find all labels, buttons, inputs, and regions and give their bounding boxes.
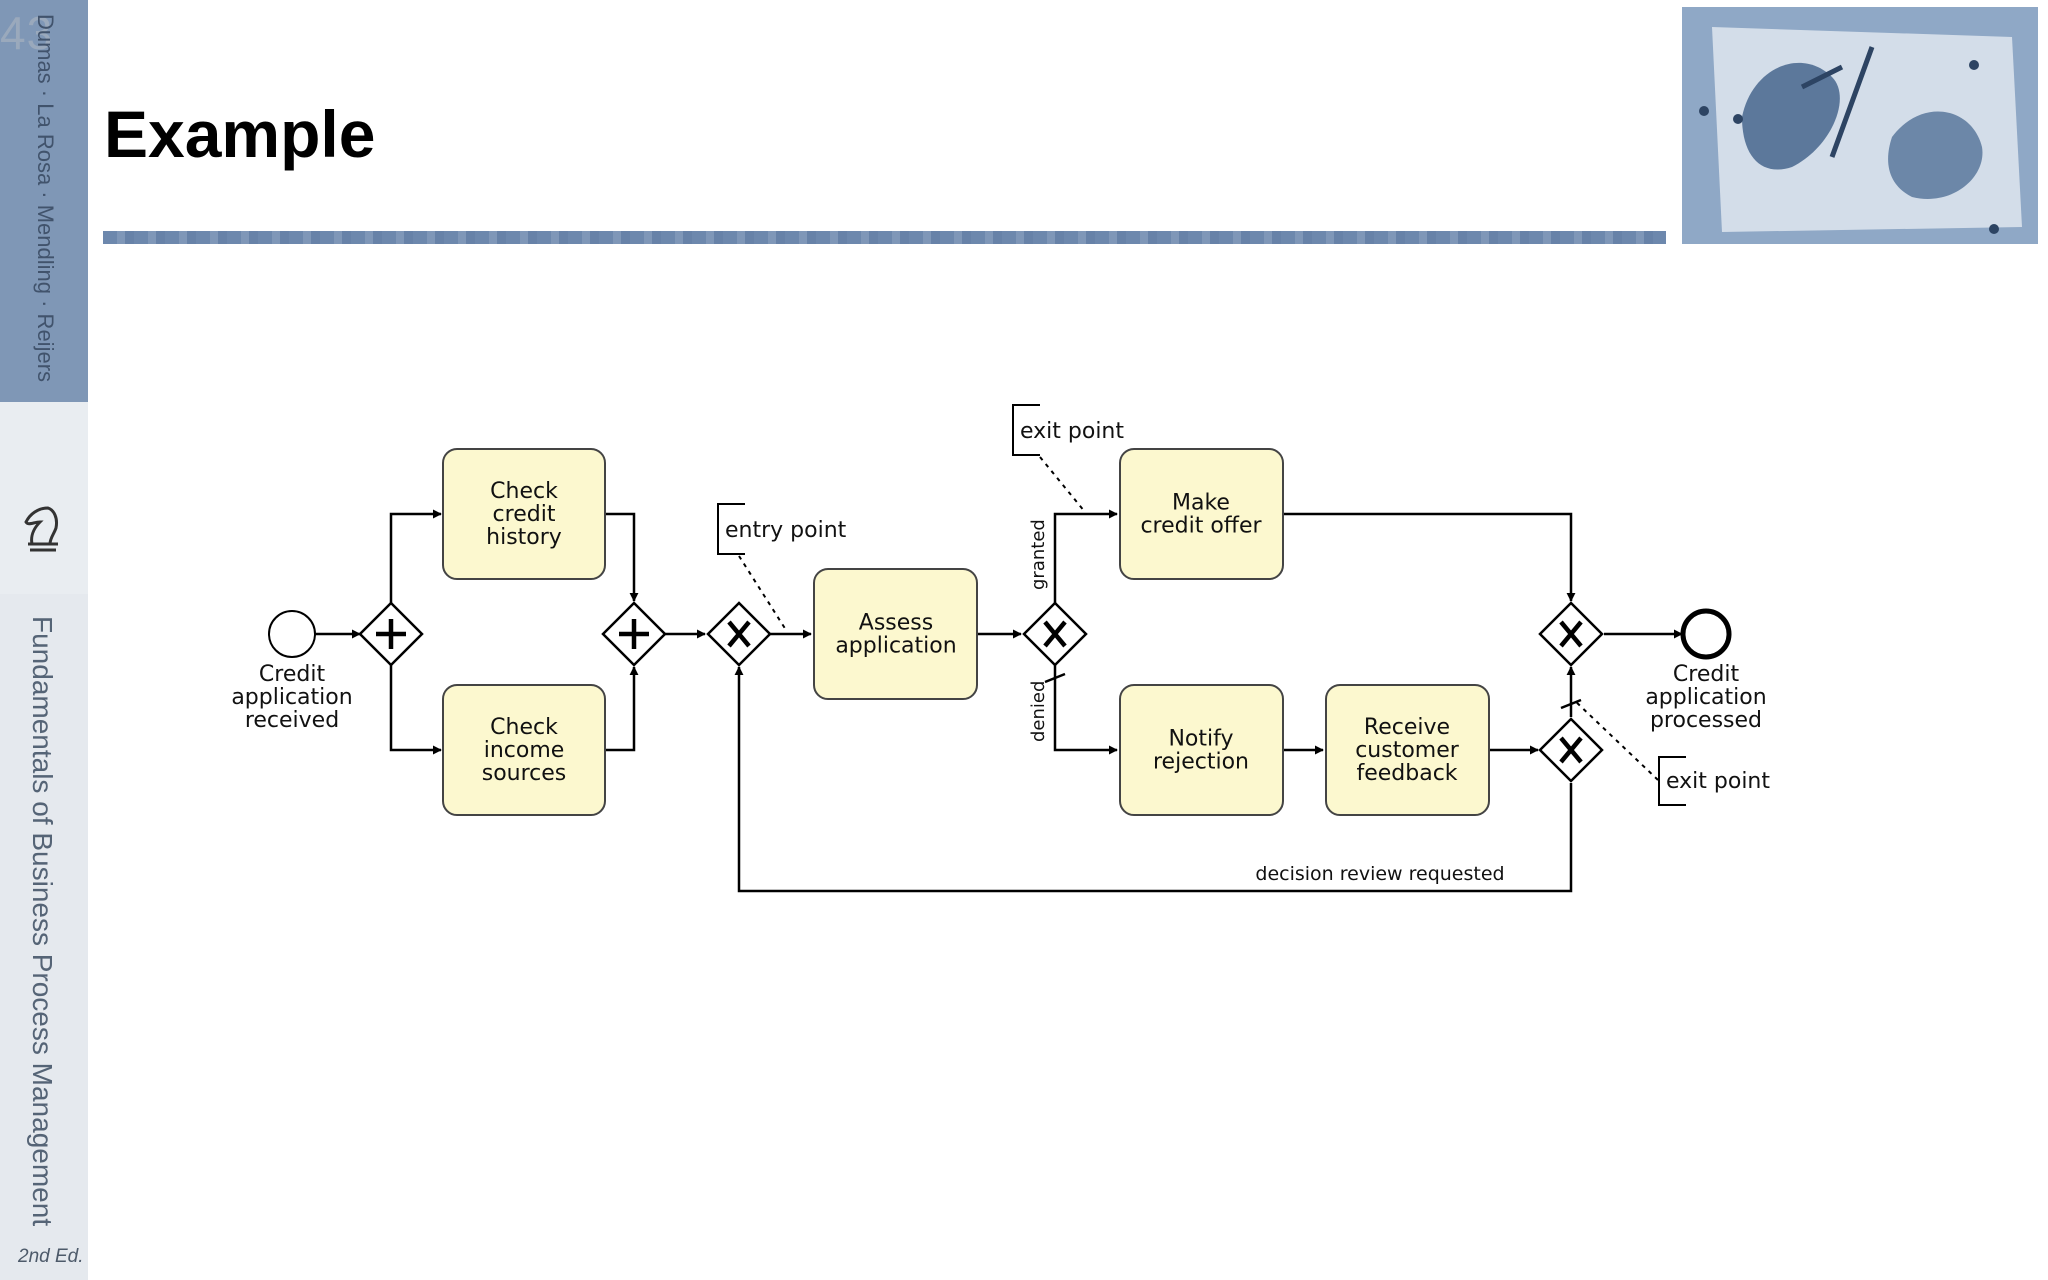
slide-number: 43 xyxy=(0,7,54,59)
drawing-hands-image xyxy=(1682,7,2038,244)
start-event xyxy=(268,610,316,658)
slide-title: Example xyxy=(104,97,376,171)
title-rule xyxy=(103,231,1666,244)
flow-label-review: decision review requested xyxy=(1255,863,1504,885)
edition-label: 2nd Ed. xyxy=(18,1246,84,1267)
knight-logo-icon xyxy=(24,506,58,552)
task-check-credit-history xyxy=(442,448,606,580)
flow-label-denied: denied xyxy=(1028,681,1049,742)
task-notify-rejection xyxy=(1119,684,1284,816)
sidebar-top xyxy=(0,0,88,402)
task-make-credit-offer xyxy=(1119,448,1284,580)
task-assess-application xyxy=(813,568,978,700)
annotation-entry-point: entry point xyxy=(725,518,847,543)
task-check-income-sources xyxy=(442,684,606,816)
annotation-exit-point-top: exit point xyxy=(1020,419,1124,444)
sidebar-bottom xyxy=(0,594,88,1280)
end-event xyxy=(1680,608,1732,660)
task-receive-customer-feedback xyxy=(1325,684,1490,816)
flow-label-granted: granted xyxy=(1028,519,1049,590)
annotation-exit-point-bottom: exit point xyxy=(1666,769,1770,794)
sidebar-logo-panel xyxy=(0,402,88,594)
